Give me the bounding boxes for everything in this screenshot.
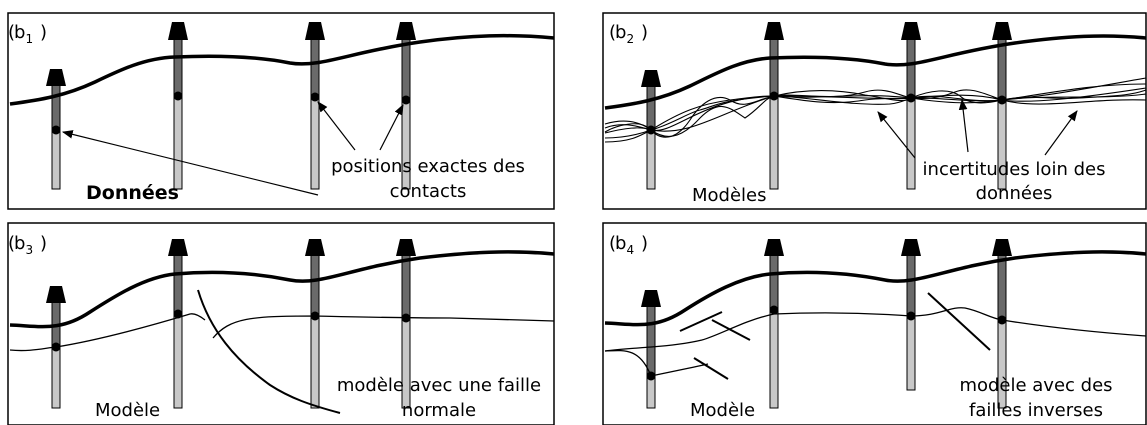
contact-point (646, 371, 656, 381)
well (901, 239, 921, 391)
well-head-icon (305, 239, 325, 256)
panel-b3: ( b3 ) mo (7, 222, 555, 425)
contact-point (906, 311, 916, 321)
panel-label: b4 (615, 233, 634, 257)
annotation-line-1: incertitudes loin des (923, 159, 1106, 180)
panel-label-open-paren: ( (8, 233, 15, 254)
panel-label-close-paren: ) (40, 233, 47, 254)
well-head-icon (46, 69, 66, 86)
panel-label: b1 (14, 22, 33, 46)
well-head-icon (764, 22, 784, 40)
well-head-icon (901, 22, 921, 40)
panel-subscript: 4 (626, 243, 634, 257)
well (396, 22, 416, 190)
panel-subscript: 2 (626, 32, 634, 46)
annotation-arrow (379, 104, 404, 151)
well-head-icon (168, 22, 188, 40)
panel-caption: Données (86, 182, 179, 204)
well (46, 69, 66, 190)
well (764, 239, 784, 409)
panel-label: b3 (14, 233, 33, 257)
well-head-icon (396, 239, 416, 256)
topographic-surface (604, 250, 1147, 327)
contact-point (906, 93, 916, 103)
well (992, 239, 1012, 409)
panel-b1: b1 ( ) (7, 12, 555, 210)
well (641, 290, 661, 409)
annotation-arrow (877, 111, 916, 159)
annotation-arrow (61, 130, 319, 196)
well-head-icon (764, 239, 784, 256)
contact-point (51, 125, 61, 135)
contact-point (769, 91, 779, 101)
annotation-arrow (1044, 110, 1078, 156)
contact-horizon (604, 339, 703, 352)
well-head-icon (168, 239, 188, 256)
annotation-line-2: données (976, 183, 1053, 204)
contact-point (401, 95, 411, 105)
panel-label-open-paren: ( (8, 22, 15, 43)
panel-label-open-paren: ( (609, 22, 616, 43)
normal-fault (197, 289, 341, 414)
contact-point (401, 313, 411, 323)
panel-subscript: 3 (25, 243, 33, 257)
topographic-surface (9, 250, 555, 329)
well (305, 239, 325, 409)
well-head-icon (992, 239, 1012, 256)
contact-point (997, 315, 1007, 325)
panel-caption: Modèles (692, 185, 767, 206)
reverse-fault (927, 292, 991, 351)
topographic-surface (604, 34, 1147, 110)
well-head-icon (46, 286, 66, 303)
contact-point (310, 92, 320, 102)
well-head-icon (641, 290, 661, 307)
contact-point (997, 95, 1007, 105)
well-head-icon (641, 70, 661, 87)
panel-label-open-paren: ( (609, 233, 616, 254)
topographic-surface (9, 33, 555, 106)
well (168, 22, 188, 190)
panel-b4: ( b4 ) (602, 222, 1147, 425)
annotation-line-1: modèle avec des (959, 375, 1112, 396)
contact-horizon (212, 315, 555, 339)
panel-label-close-paren: ) (641, 22, 648, 43)
reverse-fault (711, 319, 751, 341)
annotation-line-2: failles inverses (969, 400, 1103, 421)
panel-label-close-paren: ) (40, 22, 47, 43)
contact-point (51, 342, 61, 352)
panel-caption: Modèle (95, 400, 160, 421)
well-head-icon (901, 239, 921, 256)
annotation-line-1: positions exactes des (331, 156, 525, 177)
panel-frame (7, 12, 555, 210)
reverse-fault (679, 311, 723, 332)
panel-subscript: 1 (25, 32, 33, 46)
well (764, 22, 784, 190)
contact-point (769, 305, 779, 315)
contact-point (310, 311, 320, 321)
panel-label-close-paren: ) (641, 233, 648, 254)
panel-caption: Modèle (690, 400, 755, 421)
well (901, 22, 921, 190)
well (168, 239, 188, 409)
contact-point (646, 125, 656, 135)
panel-frame (602, 12, 1147, 210)
well-head-icon (305, 22, 325, 40)
panel-label: b2 (615, 22, 634, 46)
annotation-arrow (958, 98, 969, 153)
well (641, 70, 661, 190)
contact-horizon (9, 313, 206, 352)
panel-b2: ( b2 ) (602, 12, 1147, 210)
well-head-icon (992, 22, 1012, 40)
contact-point (173, 309, 183, 319)
annotation-line-2: contacts (390, 181, 467, 202)
contact-point (173, 91, 183, 101)
well-head-icon (396, 22, 416, 40)
annotation-line-2: normale (402, 400, 476, 421)
annotation-line-1: modèle avec une faille (337, 375, 541, 396)
annotation-arrow (317, 101, 356, 151)
reverse-fault (693, 357, 729, 380)
